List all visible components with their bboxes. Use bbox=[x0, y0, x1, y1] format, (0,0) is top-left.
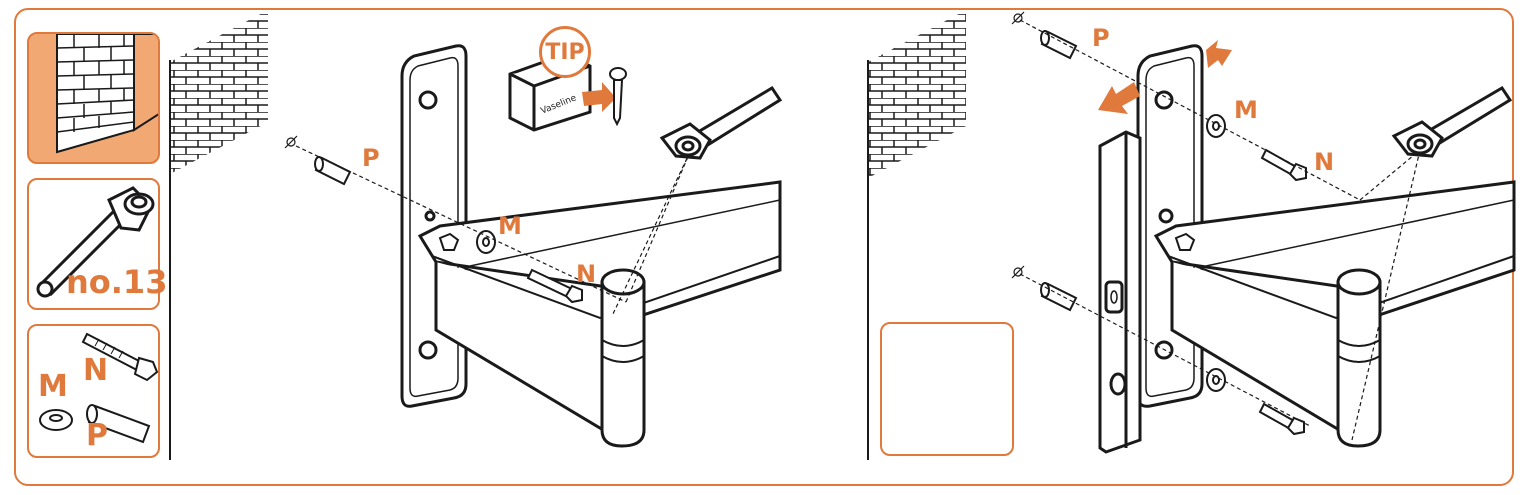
washer-icon bbox=[39, 409, 73, 431]
bracket-nut-left bbox=[438, 230, 496, 254]
level-thumbnail bbox=[880, 322, 1014, 456]
brick-wall-right bbox=[867, 10, 966, 460]
plug-label: P bbox=[362, 144, 380, 172]
bracket-arm-right bbox=[1153, 180, 1516, 442]
tip-label: TIP bbox=[545, 39, 585, 65]
direction-arrow-icon bbox=[1098, 40, 1232, 114]
wall-plug-icon bbox=[314, 156, 352, 186]
spirit-level-icon bbox=[1098, 130, 1142, 454]
screw-label: N bbox=[1314, 148, 1335, 176]
screw-icon bbox=[609, 67, 627, 127]
hardware-thumbnail bbox=[27, 324, 160, 458]
socket-wrench-icon bbox=[659, 85, 783, 160]
socket-wrench-icon bbox=[36, 186, 155, 298]
direction-arrow-icon bbox=[582, 82, 616, 112]
screw-label: N bbox=[576, 260, 597, 288]
wrench-size-label: no.13 bbox=[66, 263, 168, 301]
drill-mark-icon bbox=[284, 135, 298, 149]
hinge-cylinder-right bbox=[1336, 268, 1382, 448]
tip-badge: TIP bbox=[539, 26, 591, 78]
wall-plug-icon bbox=[1040, 30, 1078, 312]
washer-icon bbox=[1206, 114, 1226, 392]
wall-plug-icon bbox=[86, 404, 151, 444]
brick-wall-left bbox=[169, 10, 268, 460]
drill-mark-icon bbox=[1011, 11, 1025, 279]
washer-label: M bbox=[38, 369, 68, 404]
hinge-cylinder-left bbox=[600, 268, 646, 448]
alignment-guides-left bbox=[295, 145, 691, 317]
hardware-parts-icon bbox=[39, 332, 158, 444]
plug-label: P bbox=[86, 418, 108, 453]
bracket-arm-left bbox=[417, 180, 782, 442]
socket-wrench-icon bbox=[1391, 85, 1513, 158]
brick-wall-icon bbox=[56, 34, 158, 154]
screw-icon bbox=[1258, 148, 1307, 436]
plug-label: P bbox=[1092, 24, 1110, 52]
alignment-guides-right bbox=[1019, 19, 1421, 441]
wrench-thumbnail bbox=[27, 178, 160, 310]
wall-thumbnail bbox=[27, 32, 160, 164]
washer-label: M bbox=[498, 212, 522, 240]
washer-label: M bbox=[1234, 96, 1258, 124]
screw-label: N bbox=[83, 353, 109, 388]
screw-icon bbox=[526, 268, 583, 304]
bracket-nut-right bbox=[1174, 232, 1196, 251]
